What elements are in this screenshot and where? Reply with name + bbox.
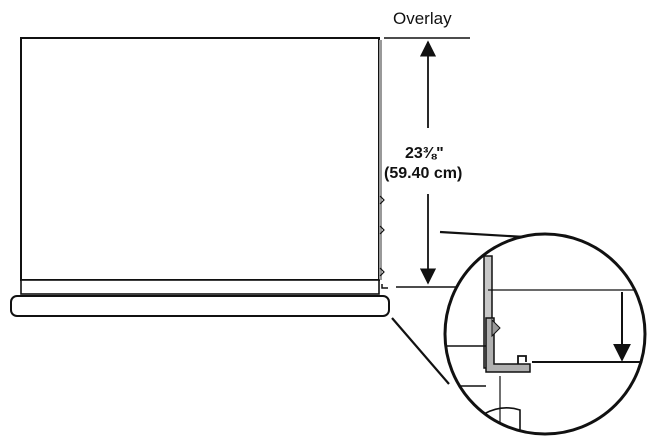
bottom-clip	[381, 284, 388, 289]
dimension-inches: 23⅜"	[405, 145, 444, 162]
callout-leader-lower	[391, 317, 450, 385]
front-panel-shadow	[379, 40, 382, 280]
detail-hinge-bump	[491, 318, 501, 338]
front-panel	[20, 37, 380, 281]
detail-clip-hook	[517, 355, 527, 364]
magnifier-fill	[445, 234, 645, 434]
appliance-front	[10, 37, 390, 317]
bottom-strip	[20, 279, 380, 295]
detail-bracket	[485, 317, 531, 373]
hinge-bumps	[379, 195, 385, 277]
magnifier-outline	[443, 232, 647, 436]
overlay-dimension: Overlay 23⅜" (59.40 cm)	[384, 9, 470, 288]
dimension-centimeters: (59.40 cm)	[384, 165, 462, 182]
base-cabinet	[10, 295, 390, 317]
detail-magnifier	[443, 232, 647, 436]
overlay-label: Overlay	[393, 9, 452, 28]
